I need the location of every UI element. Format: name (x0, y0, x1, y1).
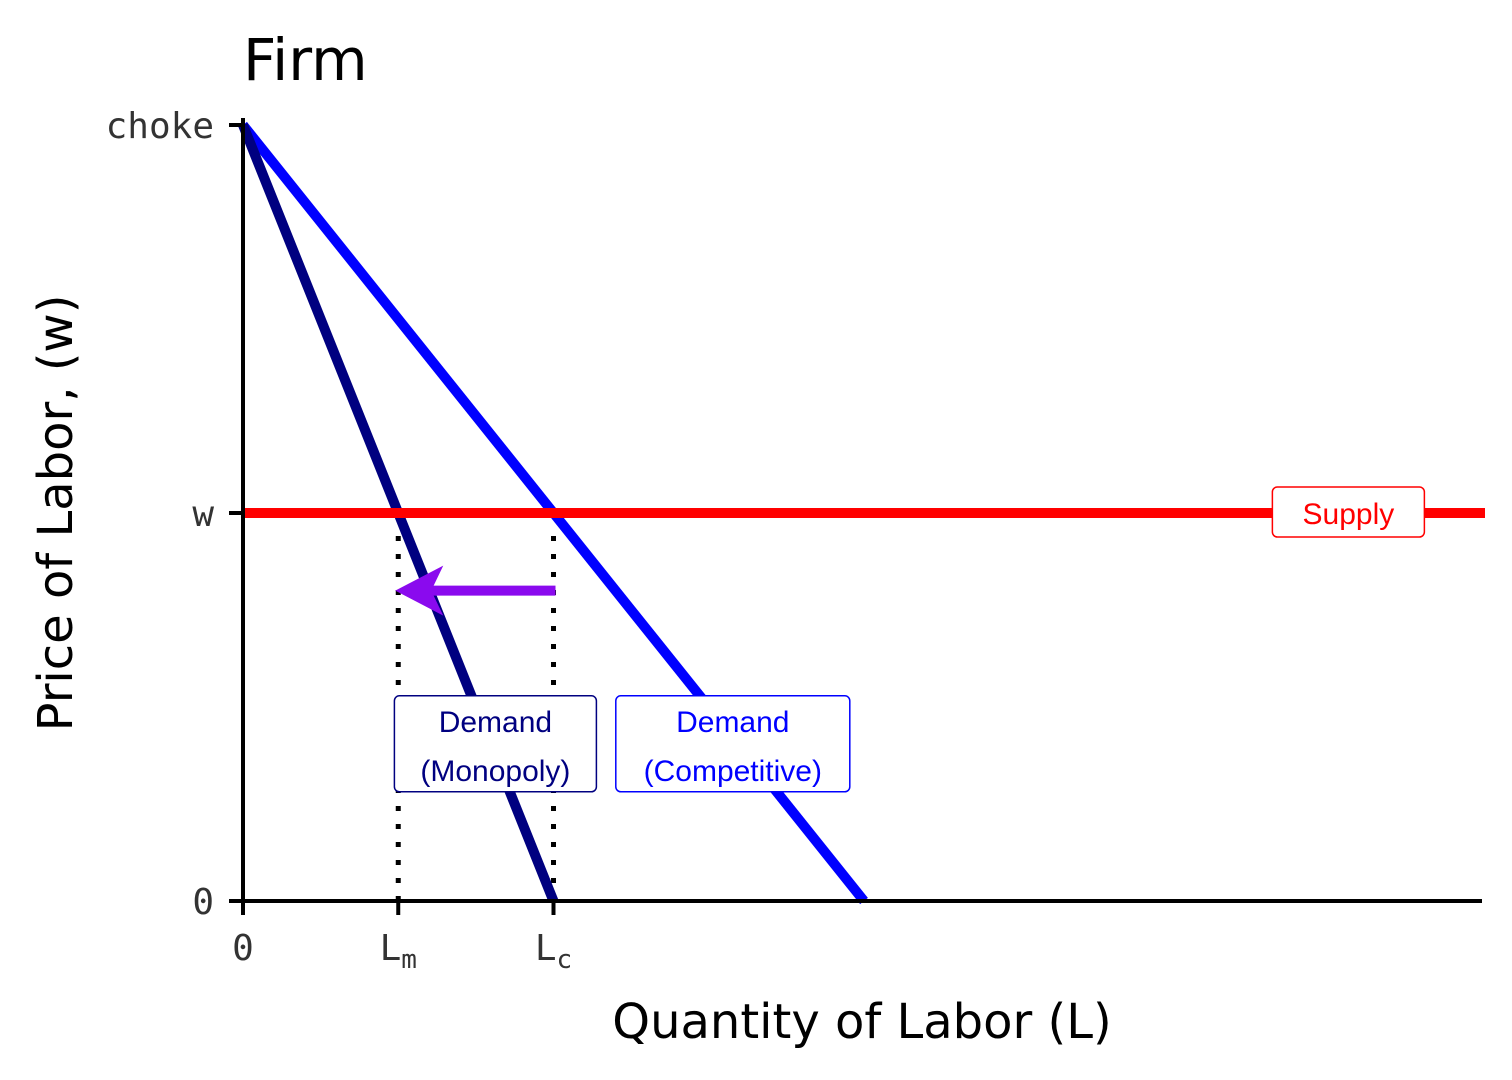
chart-title: Firm (243, 26, 368, 94)
shift-arrow-head (395, 565, 444, 616)
x-tick-label-2: Lc (535, 928, 572, 975)
supply-label-text: Supply (1303, 498, 1395, 531)
monopoly-demand-label-box (393, 695, 598, 793)
y-axis-title: Price of Labor, (w) (28, 295, 84, 732)
competitive-demand-label-box (615, 695, 851, 793)
x-tick-label-0: 0 (232, 928, 254, 969)
supply-label-box (1271, 486, 1426, 538)
y-tick-label-0: 0 (192, 882, 214, 923)
monopoly-demand-label-text: Demand(Monopoly) (420, 706, 570, 788)
x-tick-label-1: Lm (380, 928, 417, 975)
y-tick-label-2: choke (106, 106, 214, 147)
competitive-demand-label-text: Demand(Competitive) (644, 706, 822, 788)
y-tick-label-1: w (192, 494, 214, 535)
x-axis-title: Quantity of Labor (L) (612, 994, 1111, 1050)
